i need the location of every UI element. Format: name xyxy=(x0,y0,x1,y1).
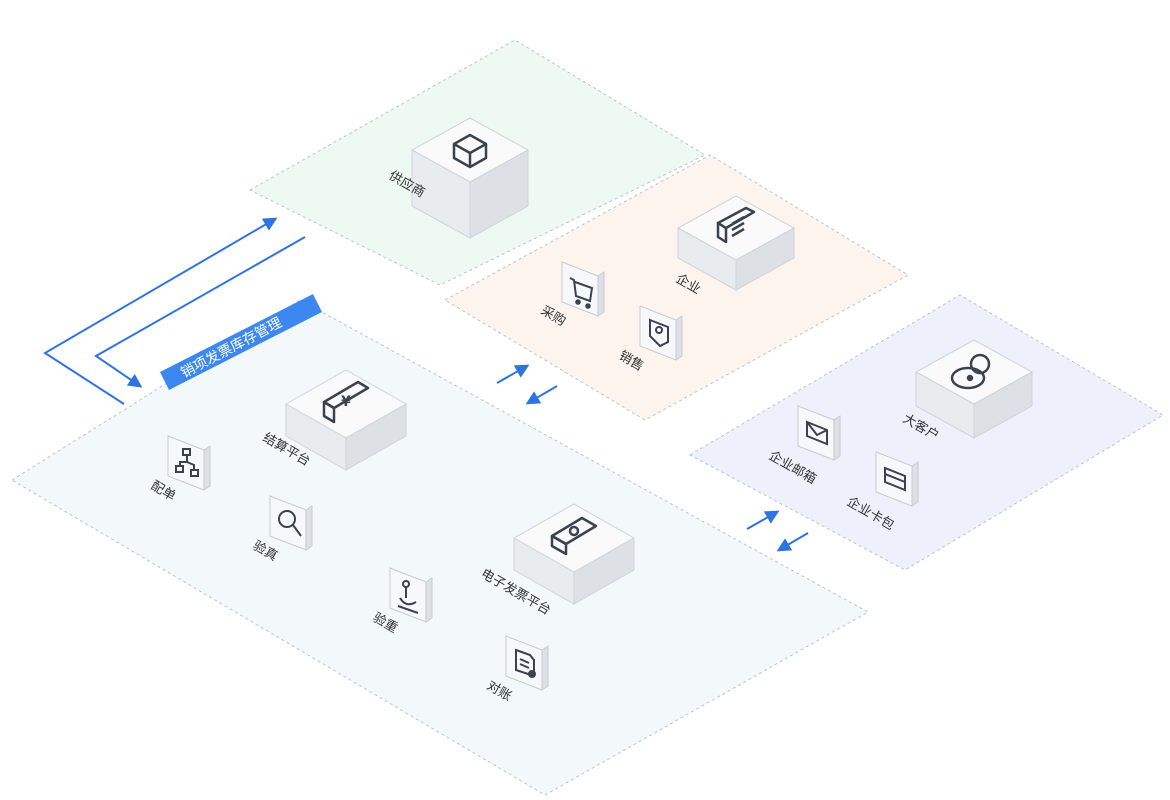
svg-text:¥: ¥ xyxy=(341,394,351,410)
reconcile-tile xyxy=(505,635,549,691)
settlement-node: ¥ xyxy=(284,369,408,471)
ticket-icon xyxy=(550,516,598,556)
flow-line-outbound xyxy=(43,217,278,405)
mail-icon xyxy=(806,420,828,446)
supplier-node xyxy=(410,117,530,239)
verify-dup-tile xyxy=(389,567,433,623)
box-icon xyxy=(452,133,488,169)
building-icon xyxy=(716,206,756,244)
enterprise-mail-tile xyxy=(797,405,841,461)
tag-icon xyxy=(649,318,669,348)
hierarchy-icon xyxy=(175,448,199,477)
enterprise-wallet-tile xyxy=(875,451,919,507)
einvoice-node xyxy=(512,503,636,605)
purchase-tile xyxy=(561,261,605,317)
big-customer-node xyxy=(914,339,1034,439)
enterprise-node xyxy=(676,195,796,291)
sales-tile xyxy=(639,305,683,361)
zone-customer xyxy=(688,294,1164,571)
magnifier-icon xyxy=(278,510,302,537)
zone-enterprise xyxy=(443,154,909,421)
matching-tile xyxy=(167,435,211,491)
document-icon xyxy=(515,648,536,678)
flow-line-inbound xyxy=(94,236,306,388)
wallet-icon xyxy=(884,466,906,492)
microscope-icon xyxy=(397,580,419,614)
arrows-platform-enterprise xyxy=(496,364,558,405)
verify-true-tile xyxy=(269,495,313,551)
arrows-platform-customer xyxy=(746,510,809,552)
yen-invoice-icon: ¥ xyxy=(322,380,370,424)
person-icon xyxy=(950,353,991,390)
cart-icon xyxy=(569,277,594,309)
zone-platform xyxy=(11,299,870,796)
